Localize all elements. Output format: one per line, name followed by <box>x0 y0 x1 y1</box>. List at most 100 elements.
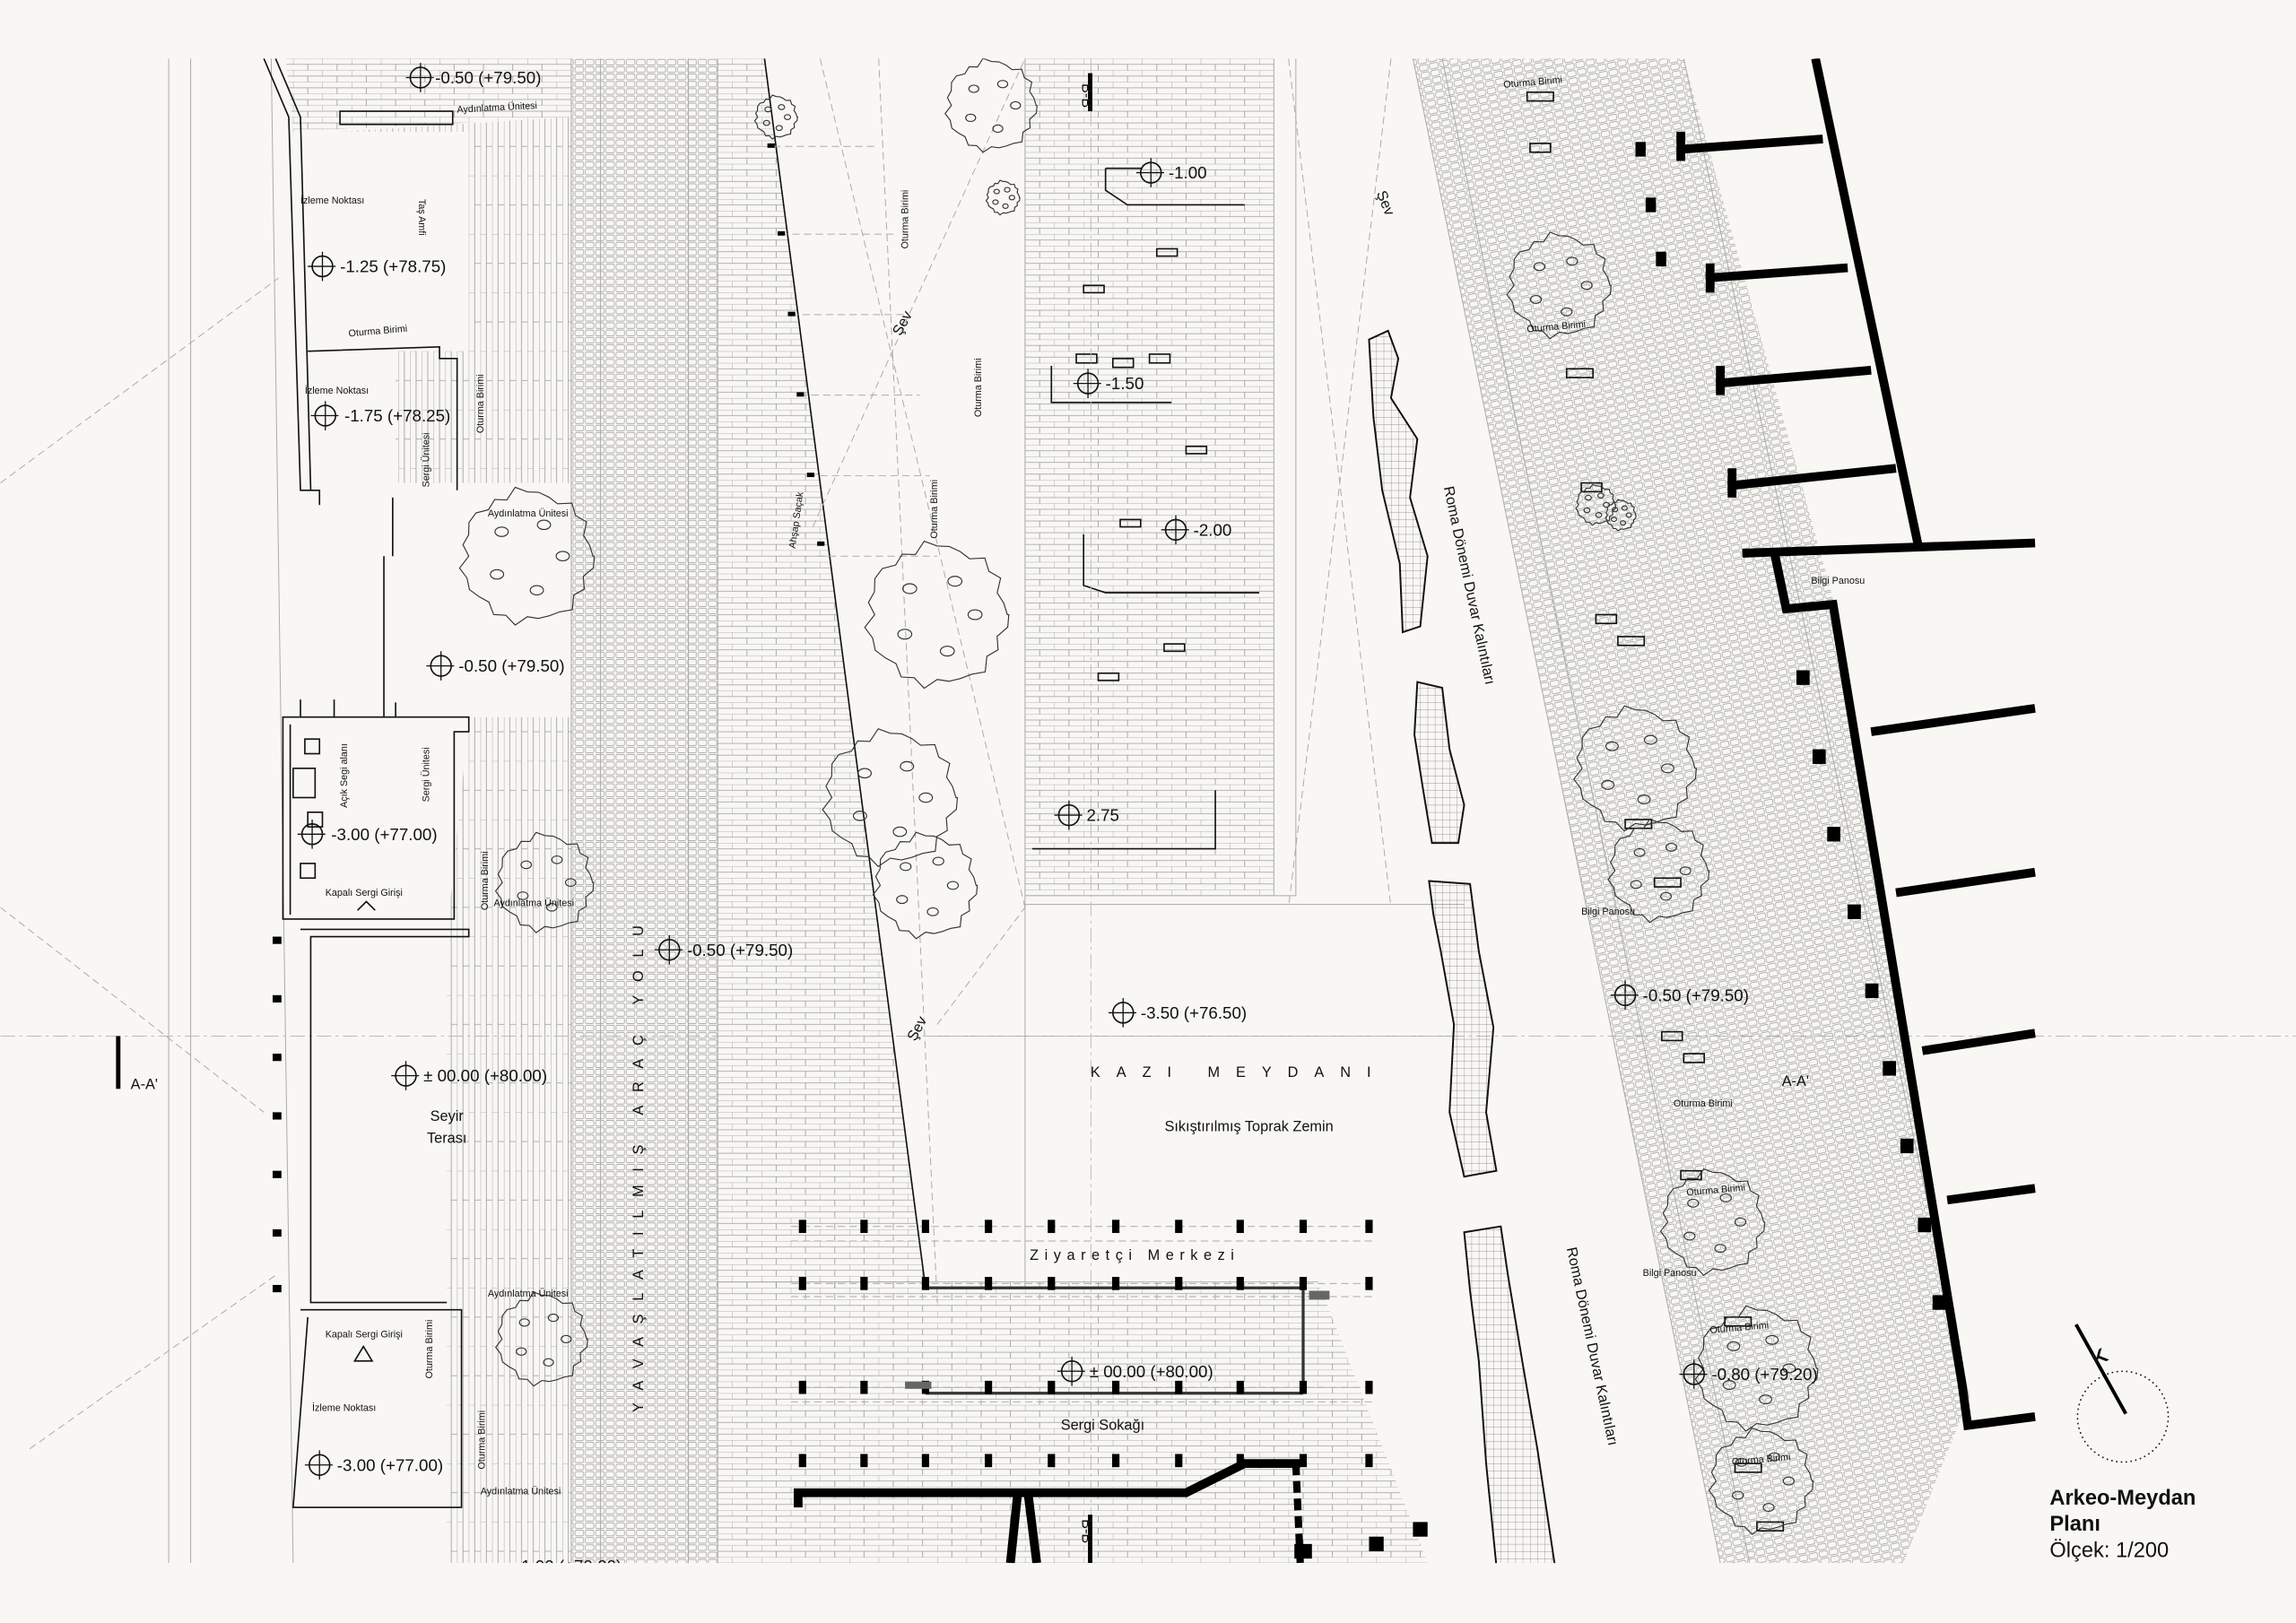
column-icon <box>860 1219 868 1234</box>
tree-icon <box>1573 705 1698 832</box>
elevation-label: -0.50 (+79.50) <box>435 68 541 87</box>
info-board-label: Bilgi Panosu <box>1643 1268 1697 1279</box>
plan-title-2: Planı <box>2049 1513 2100 1536</box>
seating-unit-label: Oturma Birimi <box>1686 1183 1746 1199</box>
plan-title: Arkeo-Meydan <box>2049 1487 2196 1510</box>
seating-unit-label: Oturma Birimi <box>1503 74 1563 91</box>
cobble-promenade <box>1413 58 1970 1564</box>
excavation-square-label: KAZI MEYDANI <box>1091 1064 1387 1081</box>
column-icon <box>985 1277 993 1290</box>
column-icon <box>1175 1277 1183 1290</box>
elevation-marker-icon <box>1679 1359 1708 1389</box>
column-icon <box>1048 1277 1056 1290</box>
timber-canopy-beams <box>767 143 937 557</box>
elevation-label: ± 00.00 (+80.00) <box>1090 1362 1213 1381</box>
column-icon <box>798 1219 806 1234</box>
left-terraces <box>263 58 470 1508</box>
trees <box>458 58 1819 1535</box>
tree-icon <box>944 58 1038 153</box>
stone-paving-upper <box>285 58 571 132</box>
column-icon <box>921 1454 930 1468</box>
elevation-marker-icon <box>1057 1356 1085 1386</box>
column-icon <box>921 1277 930 1290</box>
column-icon <box>985 1454 993 1468</box>
column-icon <box>1299 1380 1308 1394</box>
stone-amphitheater-label: Taş Amfi <box>416 199 427 236</box>
lighting-unit-label: Aydınlatma Ünitesi <box>457 100 537 116</box>
elevation-label: -3.00 (+77.00) <box>337 1455 443 1474</box>
elevation-label: -0.50 (+79.50) <box>458 656 564 675</box>
seating-unit-label: Oturma Birimi <box>348 324 408 340</box>
column-icon <box>1236 1380 1244 1394</box>
tree-icon <box>1605 499 1637 532</box>
tree-icon <box>494 831 595 933</box>
column-icon <box>1112 1277 1120 1290</box>
tree-icon <box>753 94 798 140</box>
ancient-walls-black <box>1294 58 2036 1559</box>
exhibition-street-label: Sergi Sokağı <box>1061 1418 1144 1434</box>
elevation-marker-icon <box>1161 515 1189 545</box>
exhibition-unit-label: Sergi Ünitesi <box>422 747 432 802</box>
elevation-label: -1.00 <box>1169 163 1207 182</box>
viewing-terrace-label-2: Terası <box>427 1131 466 1147</box>
section-mark-bb-top <box>1088 73 1092 112</box>
seating-unit-label: Oturma Birimi <box>1709 1320 1770 1336</box>
elevation-label: -1.25 (+78.75) <box>340 257 446 276</box>
elevation-markers <box>297 63 1708 1480</box>
north-circle <box>2076 1370 2170 1463</box>
lighting-unit-label: Aydınlatma Ünitesi <box>488 508 569 519</box>
elevation-marker-icon <box>391 1061 420 1090</box>
road-label: YAVAŞLATILMIŞ ARAÇ YOLU <box>631 912 647 1412</box>
closed-exhibition-entrance-label: Kapalı Sergi Girişi <box>326 1330 403 1341</box>
column-icon <box>1048 1380 1056 1394</box>
elevation-marker-icon <box>1073 369 1101 398</box>
tree-icon <box>872 831 978 940</box>
exhibition-unit-label: Sergi Ünitesi <box>422 432 432 487</box>
column-icon <box>1236 1454 1244 1468</box>
viewpoint-label: İzleme Noktası <box>300 195 364 206</box>
column-icon <box>921 1219 930 1234</box>
elevation-label: 2.75 <box>1086 806 1119 825</box>
column-icon <box>1175 1454 1183 1468</box>
elevation-label: ± 00.00 (+80.00) <box>423 1066 547 1085</box>
viewing-terrace-label: Seyir <box>430 1108 465 1124</box>
elevation-label: -1.00 (+79.00) <box>516 1557 622 1575</box>
closed-exhibition-entrance-label: Kapalı Sergi Girişi <box>326 888 403 898</box>
column-icon <box>1236 1277 1244 1290</box>
seating-unit-label: Oturma Birimi <box>1674 1098 1733 1109</box>
elevation-label: -0.80 (+79.20) <box>1711 1365 1817 1384</box>
tree-icon <box>1659 1167 1766 1276</box>
info-board-label: Bilgi Panosu <box>1811 576 1865 586</box>
column-icon <box>798 1454 806 1468</box>
seating-unit-label: Oturma Birimi <box>1731 1452 1791 1468</box>
column-icon <box>1365 1380 1373 1394</box>
seating-unit-label: Oturma Birimi <box>475 374 486 433</box>
column-icon <box>985 1380 993 1394</box>
column-icon <box>1175 1380 1183 1394</box>
elevation-label: -0.50 (+79.50) <box>1643 985 1749 1004</box>
brick-band <box>718 58 926 1289</box>
section-aa-label-right: A-A' <box>1782 1073 1809 1089</box>
open-exhibition-label: Açık Segi alanı <box>339 743 350 808</box>
tree-icon <box>822 728 959 868</box>
tree-icon <box>1694 1305 1819 1432</box>
plan-scale: Ölçek: 1/200 <box>2049 1539 2169 1563</box>
seating-unit-label: Oturma Birimi <box>1526 319 1587 335</box>
compacted-soil-label: Sıkıştırılmış Toprak Zemin <box>1164 1119 1333 1135</box>
lighting-unit-label: Aydınlatma Ünitesi <box>493 898 574 908</box>
tree-icon <box>1708 1427 1814 1535</box>
seating-unit-label: Oturma Birimi <box>973 358 984 417</box>
elevation-label: -2.00 <box>1194 520 1232 539</box>
roman-wall-label: Roma Dönemi Duvar Kalıntıları <box>1440 485 1499 687</box>
slope-label: Şev <box>904 1013 930 1044</box>
lighting-unit-label: Aydınlatma Ünitesi <box>488 1289 569 1299</box>
column-icon <box>985 1219 993 1234</box>
slope-label: Şev <box>890 308 916 338</box>
elevation-label: -1.75 (+78.25) <box>344 406 450 425</box>
tree-icon <box>495 1291 588 1387</box>
stone-paving-left <box>336 117 571 1564</box>
column-icon <box>1365 1219 1373 1234</box>
tree-icon <box>1506 231 1613 340</box>
elevation-marker-icon <box>304 1450 333 1480</box>
roman-wall-remains <box>1368 329 1556 1564</box>
